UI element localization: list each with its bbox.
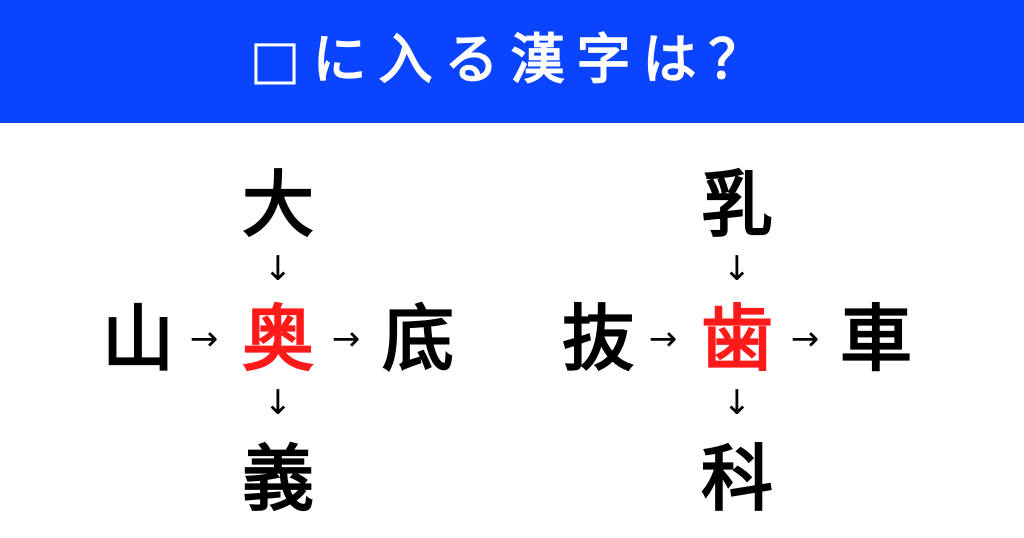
answer-kanji: 歯: [700, 297, 773, 381]
down-arrow-icon: ↓: [263, 383, 293, 423]
top-kanji: 乳: [700, 163, 773, 247]
down-arrow-icon: ↓: [722, 383, 752, 423]
bottom-kanji: 義: [241, 437, 314, 521]
left-kanji: 山: [101, 297, 174, 381]
top-kanji: 大: [241, 163, 314, 247]
right-kanji: 底: [381, 297, 454, 381]
answer-kanji: 奥: [241, 297, 314, 381]
page-title: □に入る漢字は？: [249, 27, 775, 91]
right-kanji: 車: [839, 297, 912, 381]
right-arrow-icon: →: [648, 319, 678, 359]
puzzle-2: 乳 ↓ 抜 → 歯 → 車 ↓ 科: [527, 123, 947, 538]
left-kanji: 抜: [561, 297, 634, 381]
puzzle-1: 大 ↓ 山 → 奥 → 底 ↓ 義: [68, 123, 488, 538]
right-arrow-icon: →: [790, 319, 820, 359]
title-banner: □に入る漢字は？: [0, 0, 1024, 123]
right-arrow-icon: →: [189, 319, 219, 359]
down-arrow-icon: ↓: [722, 249, 752, 289]
down-arrow-icon: ↓: [263, 249, 293, 289]
right-arrow-icon: →: [331, 319, 361, 359]
bottom-kanji: 科: [700, 437, 773, 521]
